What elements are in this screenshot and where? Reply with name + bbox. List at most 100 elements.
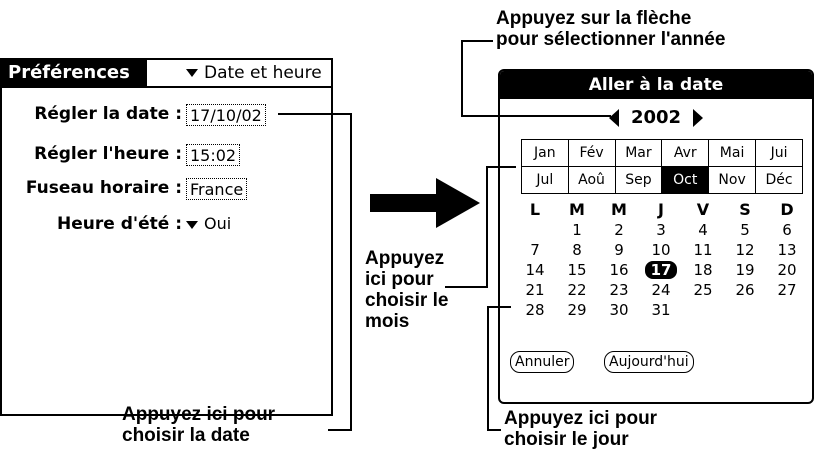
- month-cell[interactable]: Sep: [614, 166, 663, 194]
- day-label: 25: [693, 281, 713, 299]
- month-cell[interactable]: Jul: [521, 166, 569, 194]
- selected-day-label: 17: [644, 261, 678, 279]
- day-label: 29: [567, 301, 587, 319]
- month-cell[interactable]: Avr: [661, 139, 710, 167]
- set-date-field[interactable]: 17/10/02: [186, 104, 266, 126]
- category-picker-label: Date et heure: [204, 63, 322, 83]
- today-button[interactable]: Aujourd'hui: [604, 351, 694, 373]
- callout-line: [461, 40, 493, 42]
- day-cell[interactable]: 13: [766, 241, 808, 260]
- preferences-screen: Préférences Date et heure Régler la date…: [0, 58, 333, 416]
- callout-line: [486, 166, 488, 288]
- day-label: 28: [525, 301, 545, 319]
- day-cell[interactable]: 5: [724, 221, 766, 240]
- weekday-label: M: [569, 200, 585, 219]
- day-cell[interactable]: 30: [598, 301, 640, 320]
- day-cell[interactable]: 12: [724, 241, 766, 260]
- callout-line: [461, 40, 463, 116]
- time-zone-label: Fuseau horaire :: [25, 178, 182, 198]
- day-label: 11: [693, 241, 713, 259]
- day-cell[interactable]: 4: [682, 221, 724, 240]
- day-cell[interactable]: 14: [514, 261, 556, 280]
- day-cell[interactable]: 10: [640, 241, 682, 260]
- day-cell[interactable]: 3: [640, 221, 682, 240]
- month-grid: Jan Fév Mar Avr Mai Jui Jul Aoû Sep Oct …: [521, 139, 803, 194]
- weekday-label: D: [780, 200, 794, 219]
- day-cell[interactable]: 25: [682, 281, 724, 300]
- day-label: 1: [572, 221, 582, 239]
- day-cell[interactable]: 22: [556, 281, 598, 300]
- dropdown-arrow-icon: [186, 69, 198, 77]
- day-label: 22: [567, 281, 587, 299]
- callout-text: Appuyez sur la flèche: [496, 8, 692, 29]
- callout-text: choisir le: [365, 290, 449, 311]
- month-cell[interactable]: Fév: [567, 139, 616, 167]
- day-cell[interactable]: 9: [598, 241, 640, 260]
- day-cell[interactable]: 26: [724, 281, 766, 300]
- day-cell[interactable]: 31: [640, 301, 682, 320]
- callout-line: [487, 306, 511, 308]
- day-label: 26: [735, 281, 755, 299]
- day-cell[interactable]: 15: [556, 261, 598, 280]
- day-cell[interactable]: 16: [598, 261, 640, 280]
- category-picker[interactable]: Date et heure: [186, 60, 322, 86]
- dst-value: Oui: [204, 214, 232, 233]
- day-label: 27: [777, 281, 797, 299]
- day-cell[interactable]: 2: [598, 221, 640, 240]
- set-time-field[interactable]: 15:02: [186, 144, 241, 166]
- day-label: 14: [525, 261, 545, 279]
- day-cell[interactable]: 28: [514, 301, 556, 320]
- day-label: 15: [567, 261, 587, 279]
- month-cell[interactable]: Mar: [614, 139, 663, 167]
- month-cell[interactable]: Jui: [755, 139, 803, 167]
- cancel-button[interactable]: Annuler: [510, 351, 575, 373]
- month-cell-selected[interactable]: Oct: [661, 166, 710, 194]
- month-cell[interactable]: Mai: [708, 139, 757, 167]
- day-cell[interactable]: 8: [556, 241, 598, 260]
- day-cell[interactable]: 29: [556, 301, 598, 320]
- next-year-arrow-icon[interactable]: [693, 109, 704, 127]
- day-cell[interactable]: 6: [766, 221, 808, 240]
- dst-picker[interactable]: Oui: [186, 214, 231, 233]
- day-label: 7: [530, 241, 540, 259]
- callout-text: Appuyez ici pour: [504, 408, 658, 429]
- month-cell[interactable]: Déc: [755, 166, 803, 194]
- callout-line: [350, 113, 352, 431]
- prefs-title: Préférences: [2, 60, 147, 86]
- month-cell[interactable]: Aoû: [567, 166, 616, 194]
- callout-text: choisir le jour: [504, 429, 629, 450]
- day-label: 16: [609, 261, 629, 279]
- month-cell[interactable]: Nov: [708, 166, 757, 194]
- day-cell[interactable]: 7: [514, 241, 556, 260]
- callout-text: ici pour: [365, 269, 434, 290]
- day-cell[interactable]: 11: [682, 241, 724, 260]
- month-callout: Appuyez ici pour choisir le mois: [365, 248, 448, 332]
- callout-line: [487, 429, 501, 431]
- prev-year-arrow-icon[interactable]: [608, 109, 619, 127]
- day-cell[interactable]: 18: [682, 261, 724, 280]
- time-zone-field[interactable]: France: [186, 178, 248, 200]
- day-cell[interactable]: 21: [514, 281, 556, 300]
- day-cell[interactable]: 27: [766, 281, 808, 300]
- day-cell[interactable]: 1: [556, 221, 598, 240]
- weekday-label: V: [696, 200, 710, 219]
- day-label: 19: [735, 261, 755, 279]
- day-label: 10: [651, 241, 671, 259]
- callout-line: [461, 115, 611, 117]
- day-cell[interactable]: 20: [766, 261, 808, 280]
- day-cell[interactable]: 23: [598, 281, 640, 300]
- dst-label: Heure d'été :: [57, 214, 182, 234]
- day-cell[interactable]: 19: [724, 261, 766, 280]
- day-cell[interactable]: 24: [640, 281, 682, 300]
- day-label: 8: [572, 241, 582, 259]
- day-cell-selected[interactable]: 17: [640, 261, 682, 280]
- callout-text: Appuyez ici pour: [122, 404, 276, 425]
- day-label: 13: [777, 241, 797, 259]
- month-cell[interactable]: Jan: [521, 139, 569, 167]
- day-label: 5: [740, 221, 750, 239]
